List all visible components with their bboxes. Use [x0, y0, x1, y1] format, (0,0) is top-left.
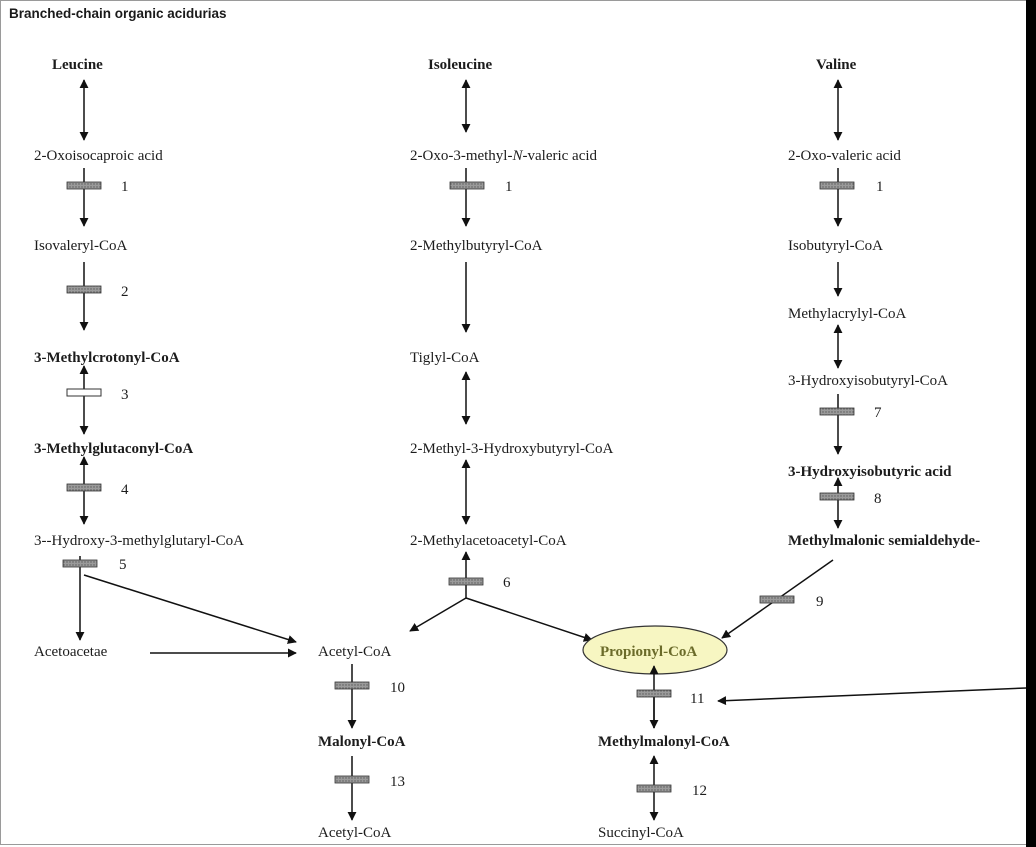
malonyl-coa-label: Malonyl-CoA [318, 734, 406, 750]
enzyme-block-6 [448, 577, 484, 586]
enzyme-number-1-leucine: 1 [121, 179, 129, 195]
methylbutyryl-coa-label: 2-Methylbutyryl-CoA [410, 238, 543, 254]
enzyme-block-8 [819, 492, 855, 501]
hmg-coa-label: 3--Hydroxy-3-methylglutaryl-CoA [34, 533, 244, 549]
oxo-methyl-valeric-label-part-1: 2-Oxo-3-methyl- [410, 148, 512, 164]
tiglyl-coa-label: Tiglyl-CoA [410, 350, 480, 366]
enzyme-block-2 [66, 285, 102, 294]
callout-arrow-enzyme-11 [717, 687, 1027, 706]
arrow-methylacetoacetyl-acetyl-coa [409, 597, 467, 632]
methylacrylyl-coa-label: Methylacrylyl-CoA [788, 306, 906, 322]
leucine-label: Leucine [52, 57, 103, 73]
methyl-hydroxybutyryl-coa-label: 2-Methyl-3-Hydroxybutyryl-CoA [410, 441, 613, 457]
arrow-hmg-acetyl-coa [83, 574, 297, 644]
enzyme-block-11 [636, 689, 672, 698]
enzyme-block-7 [819, 407, 855, 416]
arrow-methylacetoacetyl-propionyl-coa [465, 597, 593, 642]
methylcrotonyl-coa-label: 3-Methylcrotonyl-CoA [34, 350, 180, 366]
isovaleryl-coa-label: Isovaleryl-CoA [34, 238, 127, 254]
enzyme-block-1-isoleucine [449, 181, 485, 190]
acetyl-coa-2-label: Acetyl-CoA [318, 825, 391, 841]
methylglutaconyl-coa-label: 3-Methylglutaconyl-CoA [34, 441, 193, 457]
figure-title: Branched-chain organic acidurias [9, 6, 227, 21]
enzyme-number-7: 7 [874, 405, 882, 421]
propionyl-coa-label: Propionyl-CoA [600, 644, 697, 660]
enzyme-number-9: 9 [816, 594, 824, 610]
succinyl-coa-label: Succinyl-CoA [598, 825, 684, 841]
oxo-methyl-valeric-label: 2-Oxo-3-methyl-N-valeric acid [410, 148, 598, 164]
enzyme-number-6: 6 [503, 575, 511, 591]
hydroxyisobutyryl-coa-label: 3-Hydroxyisobutyryl-CoA [788, 373, 948, 389]
oxo-methyl-valeric-label-part-2: -valeric acid [523, 148, 598, 164]
methylacetoacetyl-coa-label: 2-Methylacetoacetyl-CoA [410, 533, 567, 549]
methylmalonyl-coa-label: Methylmalonyl-CoA [598, 734, 730, 750]
enzyme-block-12 [636, 784, 672, 793]
enzyme-block-5 [62, 559, 98, 568]
valine-label: Valine [816, 57, 857, 73]
enzyme-block-13 [334, 775, 370, 784]
oxoisocaproic-label: 2-Oxoisocaproic acid [34, 148, 163, 164]
isobutyryl-coa-label: Isobutyryl-CoA [788, 238, 883, 254]
enzyme-number-12: 12 [692, 783, 707, 799]
enzyme-block-9 [759, 595, 795, 604]
enzyme-number-10: 10 [390, 680, 405, 696]
enzyme-number-1-isoleucine: 1 [505, 179, 513, 195]
hydroxyisobutyric-acid-label: 3-Hydroxyisobutyric acid [788, 464, 952, 480]
acetoacetate-label: Acetoacetae [34, 644, 108, 660]
enzyme-number-2: 2 [121, 284, 129, 300]
methylmalonic-semialdehyde-label: Methylmalonic semialdehyde- [788, 533, 980, 549]
isoleucine-label: Isoleucine [428, 57, 493, 73]
enzyme-number-4: 4 [121, 482, 129, 498]
enzyme-number-1-valine: 1 [876, 179, 884, 195]
enzyme-block-3 [66, 388, 102, 397]
oxo-methyl-valeric-label-italic-n: N [511, 148, 523, 164]
oxovaleric-label: 2-Oxo-valeric acid [788, 148, 901, 164]
enzyme-block-1-valine [819, 181, 855, 190]
enzyme-number-11: 11 [690, 691, 704, 707]
enzyme-block-1-leucine [66, 181, 102, 190]
enzyme-number-13: 13 [390, 774, 405, 790]
enzyme-block-10 [334, 681, 370, 690]
enzyme-number-3: 3 [121, 387, 129, 403]
enzyme-number-5: 5 [119, 557, 127, 573]
acetyl-coa-label: Acetyl-CoA [318, 644, 391, 660]
window-edge [1026, 0, 1036, 847]
enzyme-number-8: 8 [874, 491, 882, 507]
enzyme-block-4 [66, 483, 102, 492]
